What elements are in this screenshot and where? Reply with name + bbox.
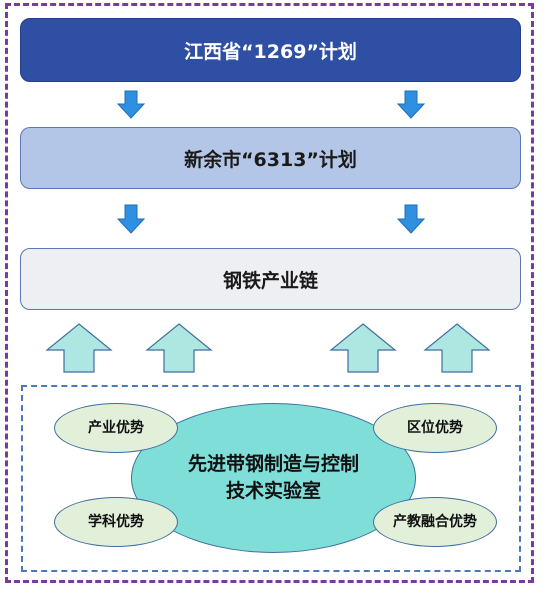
up-arrow-3 (329, 323, 397, 373)
xinyu-plan-label: 新余市“6313”计划 (184, 148, 357, 171)
location-advantage-label: 区位优势 (407, 419, 463, 436)
down-arrow-left-2 (116, 204, 146, 234)
down-arrow-right-2 (396, 204, 426, 234)
discipline-advantage-ellipse: 学科优势 (54, 497, 178, 547)
jiangxi-plan-box: 江西省“1269”计划 (20, 18, 521, 82)
industry-advantage-ellipse: 产业优势 (54, 403, 178, 453)
down-arrow-right-1 (396, 90, 426, 119)
discipline-advantage-label: 学科优势 (88, 513, 144, 530)
jiangxi-plan-label: 江西省“1269”计划 (184, 40, 357, 63)
industry-education-advantage-label: 产教融合优势 (393, 513, 477, 530)
steel-chain-box: 钢铁产业链 (20, 248, 521, 310)
steel-chain-label: 钢铁产业链 (222, 269, 318, 292)
up-arrow-2 (145, 323, 213, 373)
industry-education-advantage-ellipse: 产教融合优势 (373, 497, 497, 547)
xinyu-plan-box: 新余市“6313”计划 (20, 127, 521, 189)
down-arrow-left-1 (116, 90, 146, 119)
up-arrow-1 (45, 323, 113, 373)
inner-dashed-frame (21, 385, 521, 572)
industry-advantage-label: 产业优势 (88, 419, 144, 436)
location-advantage-ellipse: 区位优势 (373, 403, 497, 453)
outer-dashed-frame (5, 3, 534, 583)
center-lab-ellipse: 先进带钢制造与控制技术实验室 (131, 403, 416, 553)
center-lab-label: 先进带钢制造与控制技术实验室 (187, 453, 359, 502)
up-arrow-4 (423, 323, 491, 373)
